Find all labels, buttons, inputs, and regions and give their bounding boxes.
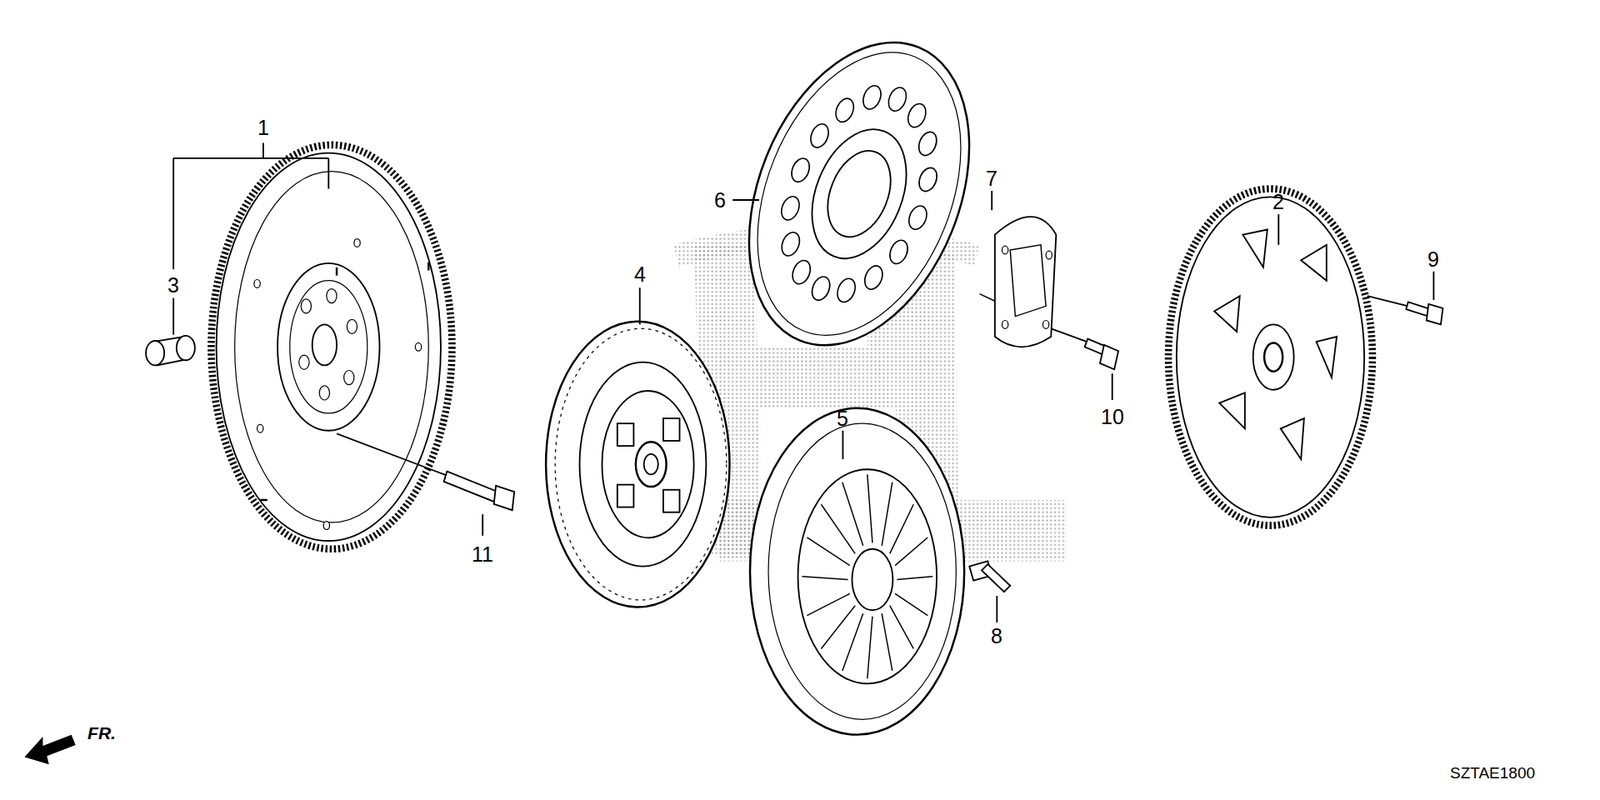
plate-hole [886, 237, 911, 267]
spring-finger [895, 593, 928, 615]
leader-line [732, 199, 760, 201]
plate-hole [807, 121, 832, 151]
spring-finger [867, 616, 873, 680]
drive-plate-bolt [1367, 271, 1444, 325]
callout-number: 7 [984, 167, 1000, 190]
spring-finger [890, 605, 915, 650]
spring-finger [820, 504, 855, 554]
plate-bolt [1050, 328, 1119, 400]
pilot-bushing [145, 335, 195, 366]
spring-finger [881, 482, 893, 546]
plate-hole [788, 155, 813, 185]
callout-number: 10 [1099, 405, 1126, 429]
spring-finger [820, 605, 855, 650]
flywheel [210, 145, 452, 550]
spring-finger [806, 537, 850, 566]
callout-number: 6 [712, 189, 728, 212]
spring-finger [842, 482, 864, 546]
reinforcement-plate [980, 190, 1057, 347]
plate-hole [885, 85, 910, 115]
front-mark: FR. [85, 723, 118, 743]
callout-number: 2 [1270, 190, 1286, 214]
plate-hole [778, 230, 803, 260]
cover-bolt [969, 560, 1010, 622]
drive-plate [1168, 189, 1373, 526]
callout-number: 3 [165, 274, 181, 297]
clutch-disc [545, 287, 730, 607]
group-bracket [173, 142, 329, 335]
spring-finger [806, 593, 850, 615]
plate-hole [834, 275, 859, 305]
callout-number: 5 [835, 407, 850, 430]
spring-finger [890, 504, 915, 554]
spring-finger [842, 613, 864, 671]
plate-hole [915, 165, 940, 195]
callout-number: 1 [255, 116, 271, 140]
spring-finger [895, 537, 928, 566]
callout-number: 4 [632, 263, 648, 286]
spring-finger [881, 613, 893, 671]
plate-hole [778, 194, 803, 224]
flywheel-bolt [336, 433, 515, 535]
front-arrow [24, 735, 75, 765]
plate-hole [809, 274, 834, 304]
spring-finger [867, 474, 873, 543]
plate-hole [789, 257, 814, 287]
callout-number: 11 [470, 543, 495, 566]
plate-hole [905, 100, 930, 130]
spring-finger [896, 576, 933, 580]
diagram-code: SZTAE1800 [1448, 764, 1537, 782]
spring-finger [801, 576, 848, 580]
plate-hole [860, 83, 885, 113]
plate-hole [905, 203, 930, 233]
pressure-plate [750, 408, 965, 735]
flex-plate [707, 10, 1012, 379]
plate-hole [861, 263, 886, 293]
callout-number: 8 [989, 625, 1005, 648]
plate-hole [915, 129, 940, 159]
callout-number: 9 [1425, 248, 1441, 271]
plate-hole [832, 95, 857, 125]
